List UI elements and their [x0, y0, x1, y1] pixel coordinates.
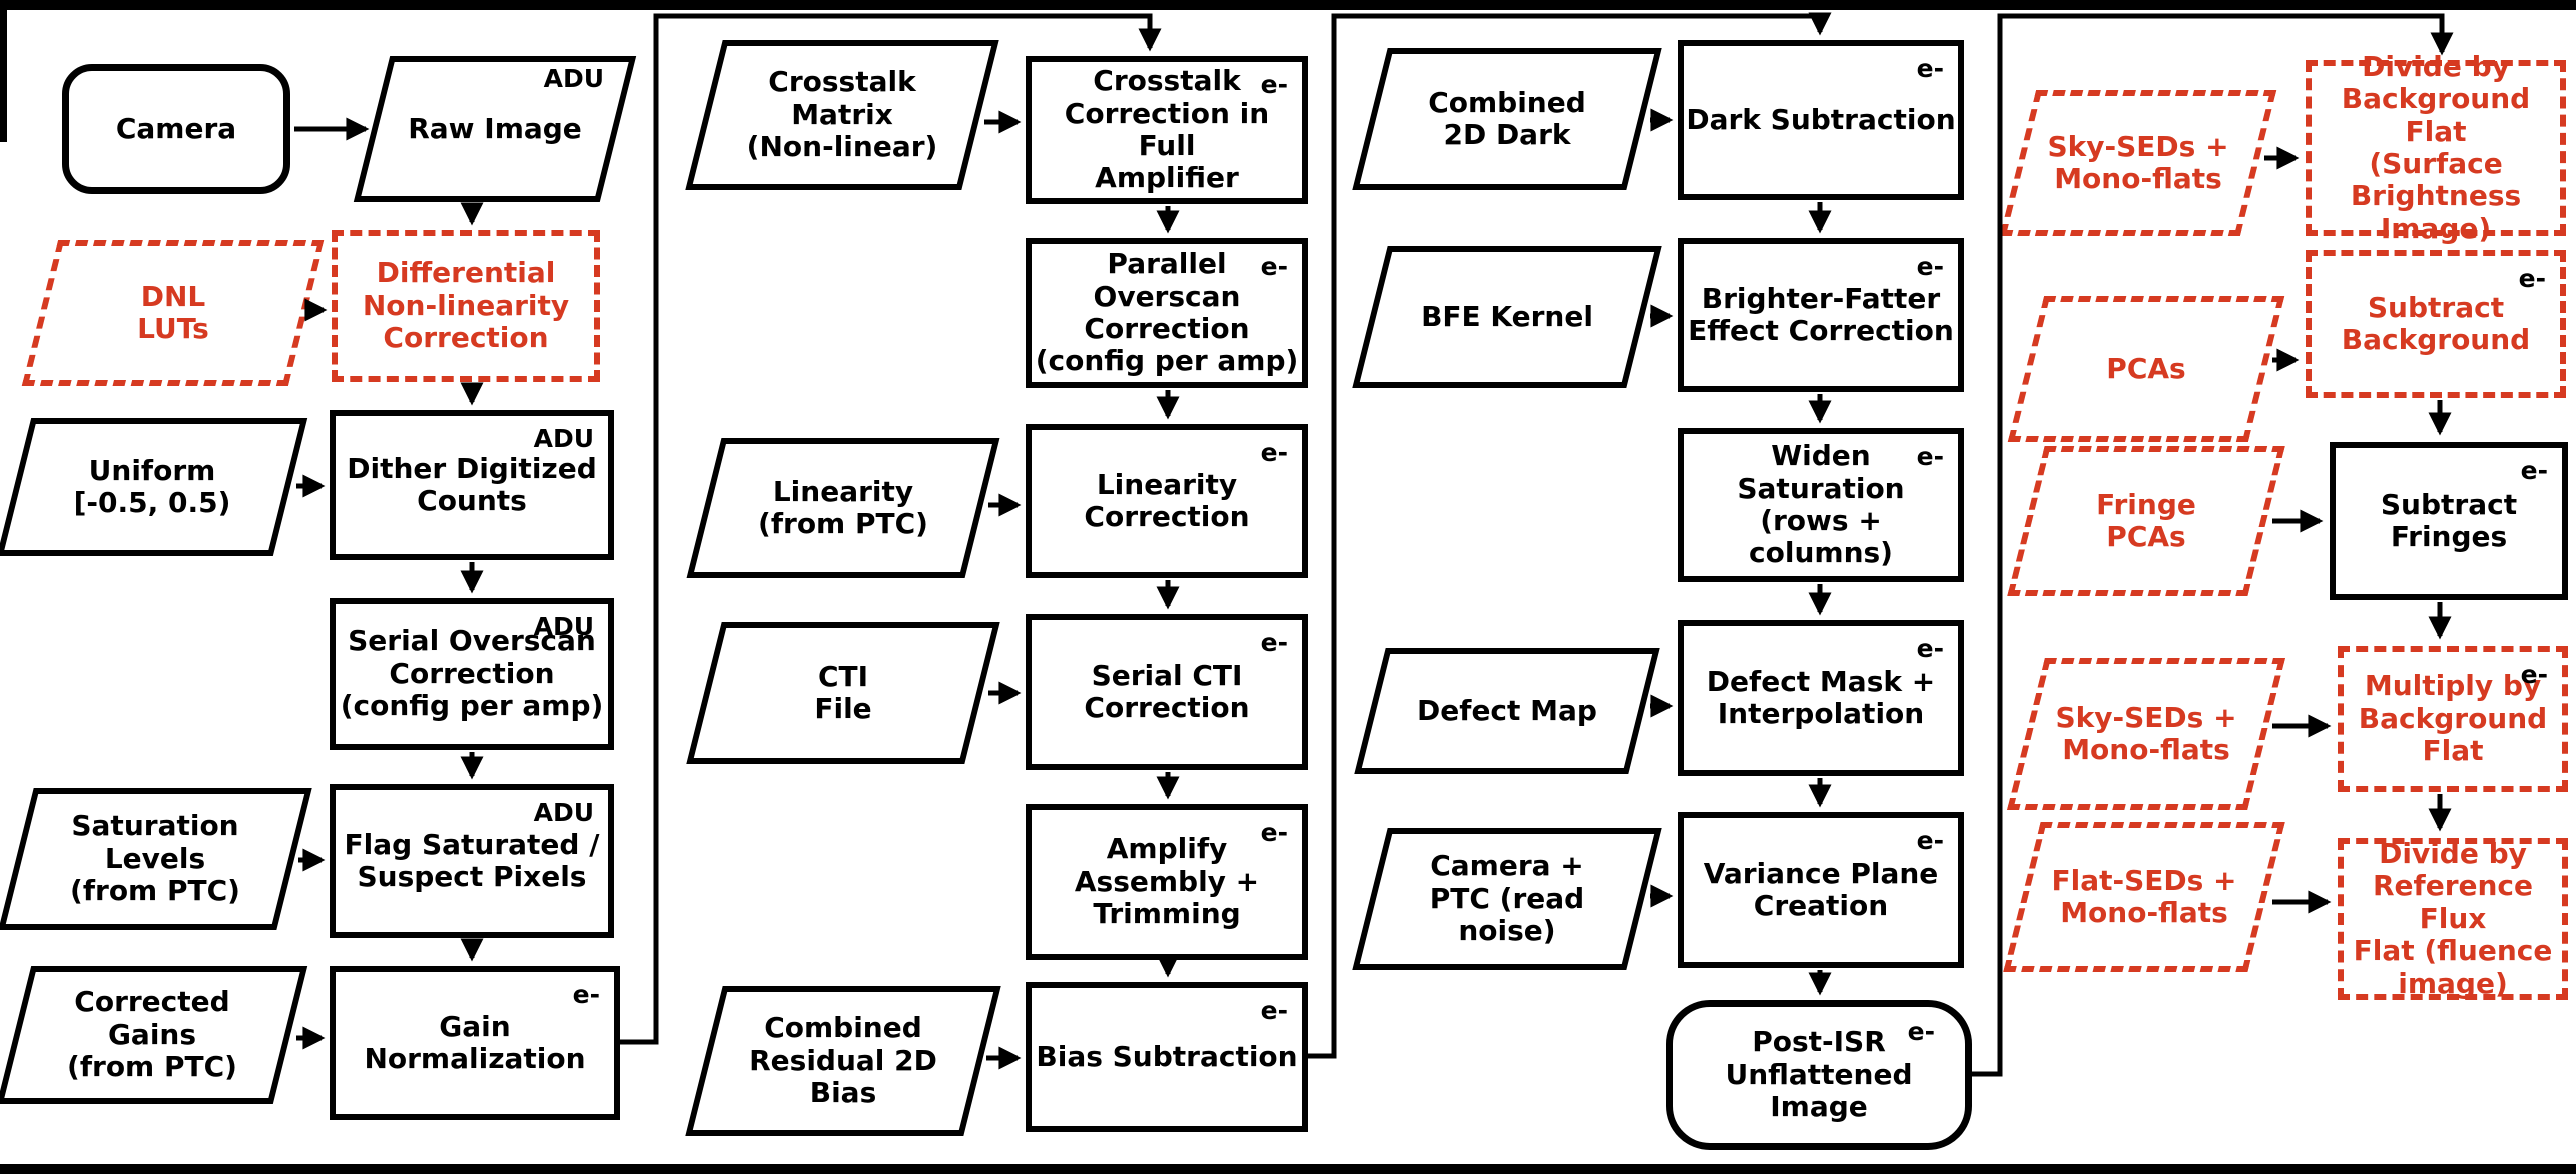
node-label: PCAs [2106, 351, 2186, 385]
node-defect-map: Defect Map [1354, 648, 1660, 774]
node-flag-saturated-pixels: ADU Flag Saturated / Suspect Pixels [330, 784, 614, 938]
node-divide-by-reference-flux-flat: Divide by Reference Flux Flat (fluence i… [2338, 836, 2568, 1000]
node-label: DNL LUTs [137, 279, 209, 345]
node-defect-mask-interpolation: e- Defect Mask + Interpolation [1678, 620, 1964, 776]
node-label: Linearity (from PTC) [758, 474, 928, 540]
node-amplify-assembly-trimming: e- Amplify Assembly + Trimming [1026, 804, 1308, 960]
node-label: CTI File [814, 659, 872, 725]
node-dnl-luts: DNL LUTs [21, 240, 325, 386]
node-label: Flag Saturated / Suspect Pixels [344, 827, 600, 893]
unit-label: e- [1916, 826, 1944, 855]
unit-label: e- [1260, 628, 1288, 657]
node-brighter-fatter-correction: e- Brighter-Fatter Effect Correction [1678, 238, 1964, 392]
node-label: Fringe PCAs [2096, 487, 2196, 553]
node-sky-seds-mono-flats-2: Sky-SEDs + Mono-flats [2007, 658, 2285, 810]
node-serial-overscan-correction: ADU Serial Overscan Correction (config p… [330, 598, 614, 750]
node-label: Combined Residual 2D Bias [749, 1011, 937, 1110]
node-fringe-pcas: Fringe PCAs [2007, 446, 2285, 596]
unit-label: e- [1916, 252, 1944, 281]
node-label: Camera [115, 111, 237, 145]
node-raw-image: ADU Raw Image [353, 56, 637, 202]
node-dnl-correction: Differential Non-linearity Correction [332, 230, 600, 382]
node-label: Defect Map [1417, 693, 1597, 727]
node-label: Sky-SEDs + Mono-flats [2047, 129, 2229, 195]
node-label: Bias Subtraction [1036, 1039, 1298, 1073]
node-label: Dither Digitized Counts [347, 451, 597, 517]
node-label: Serial Overscan Correction (config per a… [340, 624, 604, 723]
node-label: Divide by Background Flat (Surface Brigh… [2341, 49, 2531, 245]
unit-label: e- [2518, 264, 2546, 293]
node-divide-by-background-flat: Divide by Background Flat (Surface Brigh… [2306, 49, 2566, 245]
node-camera: Camera [62, 64, 290, 194]
node-label: Divide by Reference Flux Flat (fluence i… [2353, 836, 2553, 1000]
left-border-bar [0, 0, 7, 142]
node-pcas: PCAs [2007, 296, 2285, 442]
unit-label: e- [572, 980, 600, 1009]
node-linearity-input: Linearity (from PTC) [686, 438, 1000, 578]
node-label: Combined 2D Dark [1428, 85, 1586, 151]
node-crosstalk-correction: e- Crosstalk Correction in Full Amplifie… [1026, 56, 1308, 204]
unit-label: e- [1260, 996, 1288, 1025]
unit-label: e- [1260, 438, 1288, 467]
node-bfe-kernel: BFE Kernel [1352, 246, 1662, 388]
node-gain-normalization: e- Gain Normalization [330, 966, 620, 1120]
node-label: Camera + PTC (read noise) [1429, 849, 1585, 948]
node-multiply-by-background-flat: e- Multiply by Background Flat [2338, 646, 2568, 792]
unit-label: e- [1916, 54, 1944, 83]
unit-label: e- [1260, 70, 1288, 99]
node-label: Crosstalk Matrix (Non-linear) [746, 65, 938, 164]
unit-label: ADU [543, 64, 604, 93]
node-label: Corrected Gains (from PTC) [67, 985, 237, 1084]
node-combined-2d-dark: Combined 2D Dark [1352, 48, 1662, 190]
node-parallel-overscan-correction: e- Parallel Overscan Correction (config … [1026, 238, 1308, 388]
node-label: Gain Normalization [364, 1009, 586, 1075]
node-widen-saturation: e- Widen Saturation (rows + columns) [1678, 428, 1964, 582]
node-saturation-levels: Saturation Levels (from PTC) [0, 788, 312, 930]
node-uniform-input: Uniform [-0.5, 0.5) [0, 418, 308, 556]
node-corrected-gains: Corrected Gains (from PTC) [0, 966, 308, 1104]
node-label: Uniform [-0.5, 0.5) [73, 453, 231, 519]
node-label: Saturation Levels (from PTC) [70, 809, 240, 908]
top-border-bar [0, 0, 2576, 10]
node-subtract-fringes: e- Subtract Fringes [2330, 442, 2568, 600]
node-label: Raw Image [408, 111, 582, 145]
node-label: Sky-SEDs + Mono-flats [2055, 700, 2237, 766]
unit-label: ADU [533, 798, 594, 827]
node-label: Flat-SEDs + Mono-flats [2051, 863, 2237, 929]
unit-label: e- [1260, 252, 1288, 281]
node-camera-ptc-read-noise: Camera + PTC (read noise) [1352, 828, 1662, 970]
unit-label: e- [1260, 818, 1288, 847]
unit-label: e- [1907, 1017, 1935, 1046]
unit-label: ADU [533, 612, 594, 641]
node-dark-subtraction: e- Dark Subtraction [1678, 40, 1964, 200]
node-crosstalk-matrix: Crosstalk Matrix (Non-linear) [685, 40, 999, 190]
node-cti-file: CTI File [686, 622, 1000, 764]
unit-label: ADU [533, 424, 594, 453]
node-serial-cti-correction: e- Serial CTI Correction [1026, 614, 1308, 770]
unit-label: e- [1916, 442, 1944, 471]
unit-label: e- [2520, 660, 2548, 689]
bottom-border-bar [0, 1164, 2576, 1174]
node-subtract-background: e- Subtract Background [2306, 250, 2566, 398]
node-linearity-correction: e- Linearity Correction [1026, 424, 1308, 578]
node-combined-residual-bias: Combined Residual 2D Bias [685, 986, 1001, 1136]
node-flat-seds-mono-flats: Flat-SEDs + Mono-flats [2003, 822, 2285, 972]
node-sky-seds-mono-flats-1: Sky-SEDs + Mono-flats [1999, 90, 2277, 236]
node-label: Differential Non-linearity Correction [362, 256, 570, 355]
unit-label: e- [2520, 456, 2548, 485]
node-bias-subtraction: e- Bias Subtraction [1026, 982, 1308, 1132]
node-post-isr-unflattened-image: e- Post-ISR Unflattened Image [1666, 1000, 1972, 1150]
node-label: BFE Kernel [1421, 299, 1593, 333]
node-variance-plane-creation: e- Variance Plane Creation [1678, 812, 1964, 968]
unit-label: e- [1916, 634, 1944, 663]
node-dither-digitized-counts: ADU Dither Digitized Counts [330, 410, 614, 560]
